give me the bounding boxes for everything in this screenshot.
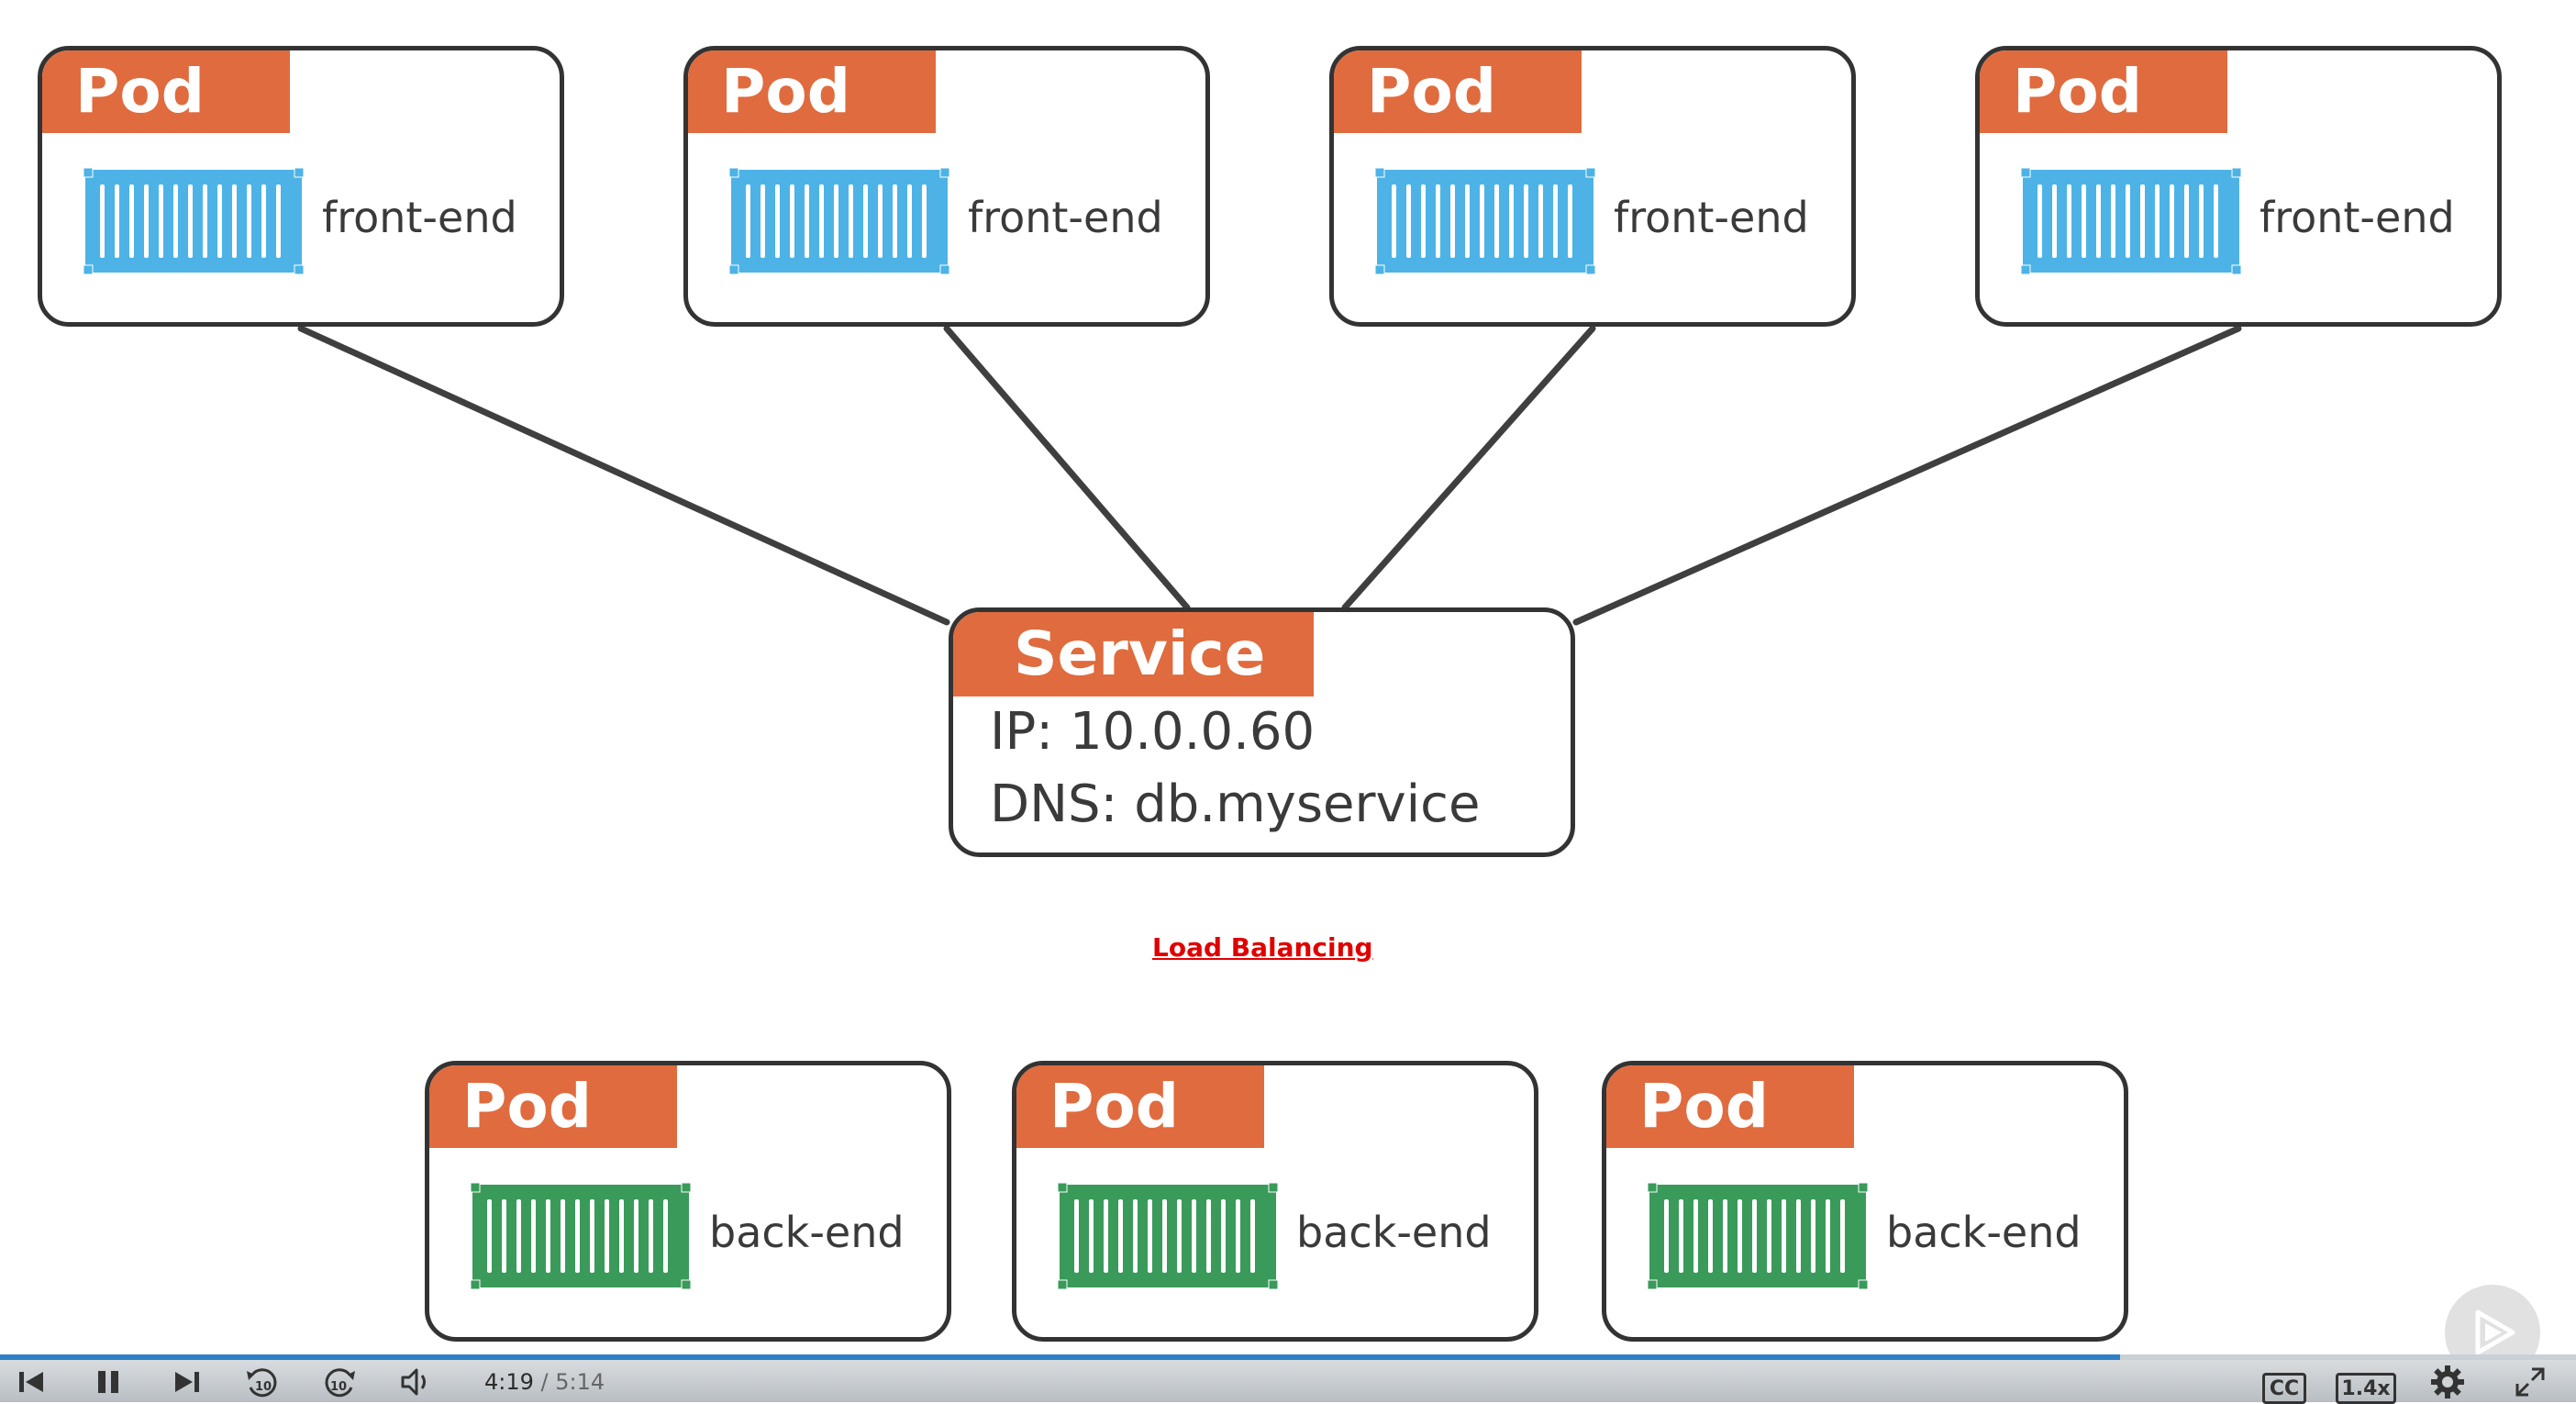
service-dns: DNS: db.myservice <box>990 774 1481 834</box>
connector-line-2 <box>943 325 1191 611</box>
backend-pod-1: Pod back-end <box>425 1061 951 1342</box>
frontend-pod-4: Pod front-end <box>1975 46 2502 327</box>
container-icon <box>83 168 304 274</box>
pod-tag: Pod <box>1016 1065 1264 1148</box>
frontend-pod-1: Pod front-end <box>38 46 564 327</box>
pod-label: front-end <box>322 193 517 242</box>
current-time: 4:19 <box>484 1369 534 1395</box>
forward-10-icon: 10 <box>325 1368 355 1398</box>
pod-label: back-end <box>1886 1208 2082 1257</box>
pod-label: back-end <box>1296 1208 1492 1257</box>
fullscreen-button[interactable] <box>2510 1364 2550 1400</box>
speed-icon: 1.4x <box>2341 1376 2391 1400</box>
service-tag: Service <box>953 612 1314 696</box>
pod-label: front-end <box>968 193 1163 242</box>
fullscreen-icon <box>2515 1367 2545 1397</box>
pause-button[interactable] <box>88 1364 128 1400</box>
forward-seconds: 10 <box>330 1380 347 1394</box>
pod-tag: Pod <box>429 1065 677 1148</box>
settings-icon <box>2431 1365 2464 1398</box>
backend-pod-2: Pod back-end <box>1012 1061 1538 1342</box>
previous-icon <box>19 1372 43 1392</box>
frontend-pod-3: Pod front-end <box>1329 46 1856 327</box>
pod-label: front-end <box>1614 193 1809 242</box>
pause-icon <box>98 1371 118 1393</box>
connector-line-4 <box>1572 325 2242 626</box>
volume-button[interactable] <box>394 1364 440 1400</box>
play-overlay-icon <box>2475 1309 2515 1355</box>
load-balancing-caption: Load Balancing <box>1152 932 1373 963</box>
duration: 5:14 <box>555 1369 605 1395</box>
rewind-seconds: 10 <box>255 1380 272 1394</box>
next-button[interactable] <box>167 1364 207 1400</box>
time-separator: / <box>540 1369 549 1395</box>
volume-icon <box>401 1368 426 1396</box>
service-box: Service IP: 10.0.0.60 DNS: db.myservice <box>949 607 1575 857</box>
container-icon <box>2021 168 2241 274</box>
previous-button[interactable] <box>11 1364 51 1400</box>
backend-pod-3: Pod back-end <box>1602 1061 2128 1342</box>
connector-line-3 <box>1341 325 1596 611</box>
forward-10-button[interactable]: 10 <box>316 1364 361 1400</box>
pod-tag: Pod <box>1334 50 1582 133</box>
pod-tag: Pod <box>42 50 290 133</box>
container-icon <box>1375 168 1595 274</box>
rewind-10-icon: 10 <box>247 1368 277 1398</box>
container-icon <box>1648 1183 1868 1289</box>
connector-line-1 <box>297 325 950 626</box>
player-controls: 10 10 4:19 / 5:14 CC 1.4x <box>0 1360 2576 1404</box>
next-icon <box>175 1372 199 1392</box>
container-icon <box>471 1183 691 1289</box>
progress-fill <box>0 1354 2120 1360</box>
captions-button[interactable]: CC <box>2262 1373 2306 1404</box>
pod-tag: Pod <box>688 50 936 133</box>
frontend-pod-2: Pod front-end <box>683 46 1210 327</box>
pod-label: front-end <box>2260 193 2455 242</box>
progress-bar[interactable] <box>0 1354 2576 1360</box>
time-display: 4:19 / 5:14 <box>484 1369 605 1395</box>
settings-button[interactable] <box>2427 1364 2468 1400</box>
pod-tag: Pod <box>1606 1065 1854 1148</box>
container-icon <box>729 168 949 274</box>
speed-button[interactable]: 1.4x <box>2336 1373 2396 1404</box>
rewind-10-button[interactable]: 10 <box>240 1364 286 1400</box>
captions-icon: CC <box>2269 1376 2300 1400</box>
container-icon <box>1058 1183 1278 1289</box>
pod-tag: Pod <box>1980 50 2227 133</box>
pod-label: back-end <box>709 1208 905 1257</box>
service-ip: IP: 10.0.0.60 <box>990 702 1316 762</box>
